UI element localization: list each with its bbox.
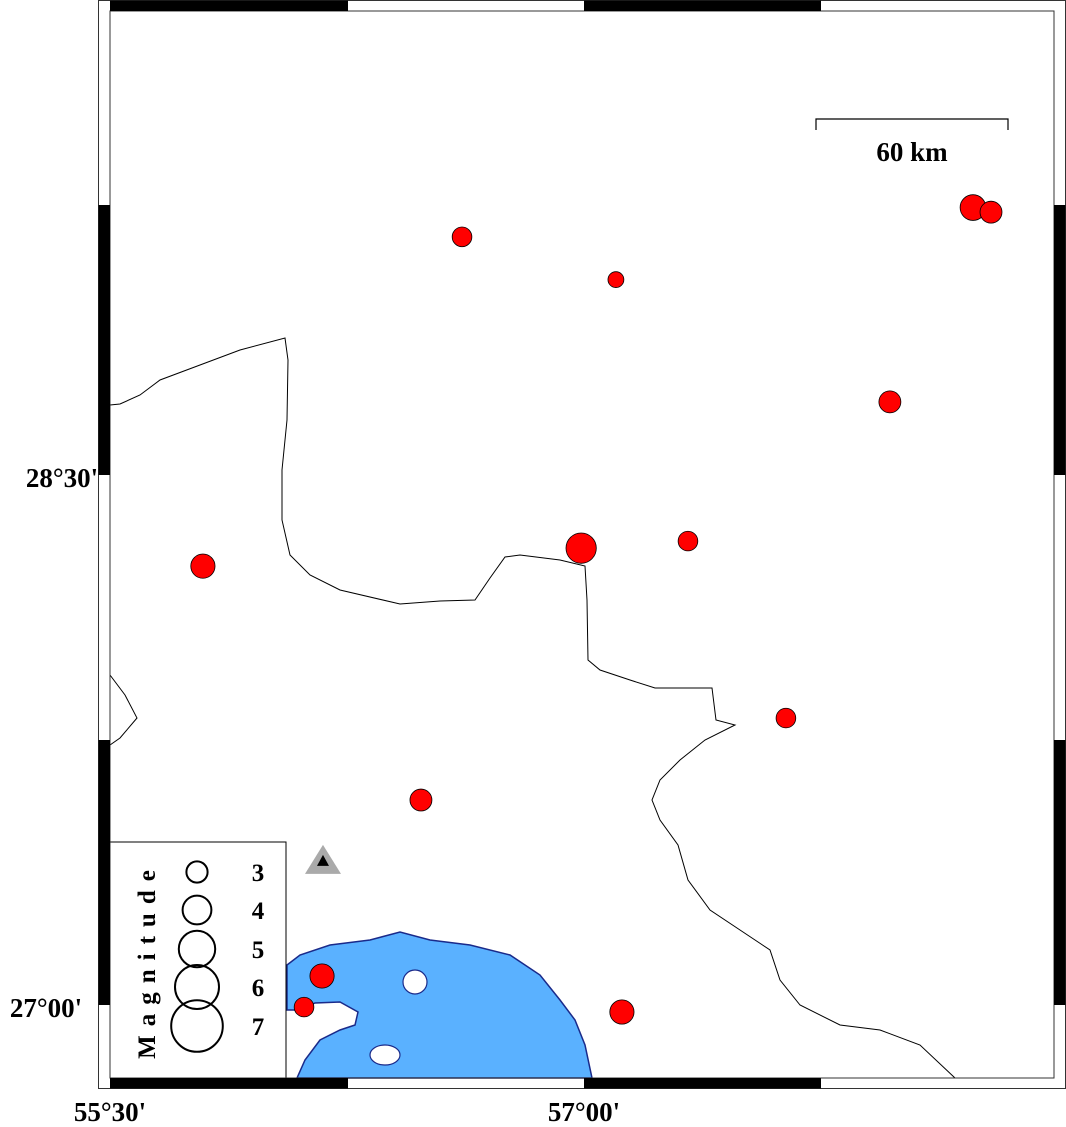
province-borders <box>109 337 956 1079</box>
lat-label-28-30: 28°30' <box>26 463 98 493</box>
legend-title: Magnitude <box>134 861 161 1059</box>
magnitude-legend: Magnitude 3 4 5 6 7 <box>109 841 287 1079</box>
earthquake-event[interactable] <box>609 999 635 1025</box>
earthquake-event[interactable] <box>190 553 216 579</box>
lat-label-27-00: 27°00' <box>10 993 82 1023</box>
station-marker[interactable] <box>304 844 341 874</box>
island <box>402 969 428 995</box>
earthquake-event[interactable] <box>979 200 1003 224</box>
earthquake-event[interactable] <box>409 788 433 812</box>
lon-label-55-30: 55°30' <box>74 1097 146 1127</box>
scale-bar-label: 60 km <box>876 137 948 167</box>
lon-label-57-00: 57°00' <box>548 1097 620 1127</box>
legend-circle <box>181 894 213 926</box>
earthquake-event[interactable] <box>451 226 473 248</box>
events-layer <box>190 194 1003 1025</box>
earthquake-event[interactable] <box>309 963 335 989</box>
scale-bar: 60 km <box>815 118 1009 167</box>
map-frame <box>98 0 1066 1089</box>
legend-label: 6 <box>252 975 265 1002</box>
earthquake-event[interactable] <box>775 707 797 729</box>
legend-label: 3 <box>252 860 265 887</box>
legend-label: 5 <box>252 937 265 964</box>
legend-circle <box>177 929 217 969</box>
legend-circle <box>170 999 224 1053</box>
earthquake-event[interactable] <box>878 390 902 414</box>
island <box>369 1044 401 1066</box>
earthquake-event[interactable] <box>677 530 699 552</box>
legend-label: 7 <box>252 1014 265 1041</box>
legend-circle <box>174 964 220 1010</box>
earthquake-event[interactable] <box>607 271 625 288</box>
earthquake-event[interactable] <box>565 532 597 564</box>
legend-label: 4 <box>252 898 265 925</box>
earthquake-event[interactable] <box>293 996 315 1018</box>
sea <box>286 931 593 1079</box>
legend-circle <box>185 860 209 884</box>
